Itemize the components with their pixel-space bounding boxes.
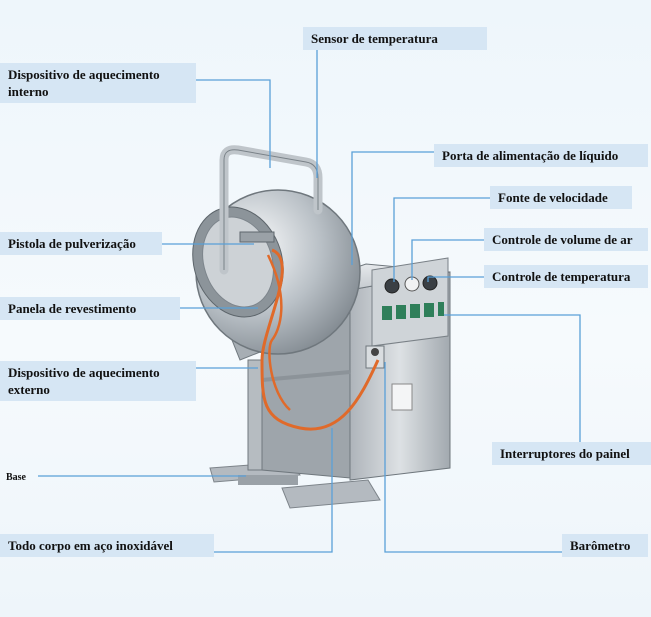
label-porta-liquido: Porta de alimentação de líquido — [434, 144, 648, 167]
label-aquecimento-interno: Dispositivo de aquecimento interno — [0, 63, 196, 103]
leader-corpo-inox — [214, 428, 333, 553]
label-aquecimento-externo: Dispositivo de aquecimento externo — [0, 361, 196, 401]
label-volume-ar: Controle de volume de ar — [484, 228, 648, 251]
leader-barometro — [384, 362, 562, 553]
label-fonte-velocidade: Fonte de velocidade — [490, 186, 632, 209]
leader-volume-ar — [411, 239, 484, 280]
leader-porta-liquido — [351, 151, 434, 265]
leader-controle-temperatura — [427, 276, 484, 282]
label-interruptores: Interruptores do painel — [492, 442, 651, 465]
label-base: Base — [6, 472, 26, 483]
leader-interruptores — [444, 314, 581, 442]
machine-hoses — [260, 248, 380, 431]
leader-aquecimento-interno — [196, 79, 271, 168]
label-sensor-temperatura: Sensor de temperatura — [303, 27, 487, 50]
label-barometro: Barômetro — [562, 534, 648, 557]
label-panela: Panela de revestimento — [0, 297, 180, 320]
label-controle-temperatura: Controle de temperatura — [484, 265, 648, 288]
label-pistola: Pistola de pulverização — [0, 232, 162, 255]
machine-spray-gun — [239, 231, 275, 243]
label-corpo-inox: Todo corpo em aço inoxidável — [0, 534, 214, 557]
leader-fonte-velocidade — [393, 197, 490, 282]
